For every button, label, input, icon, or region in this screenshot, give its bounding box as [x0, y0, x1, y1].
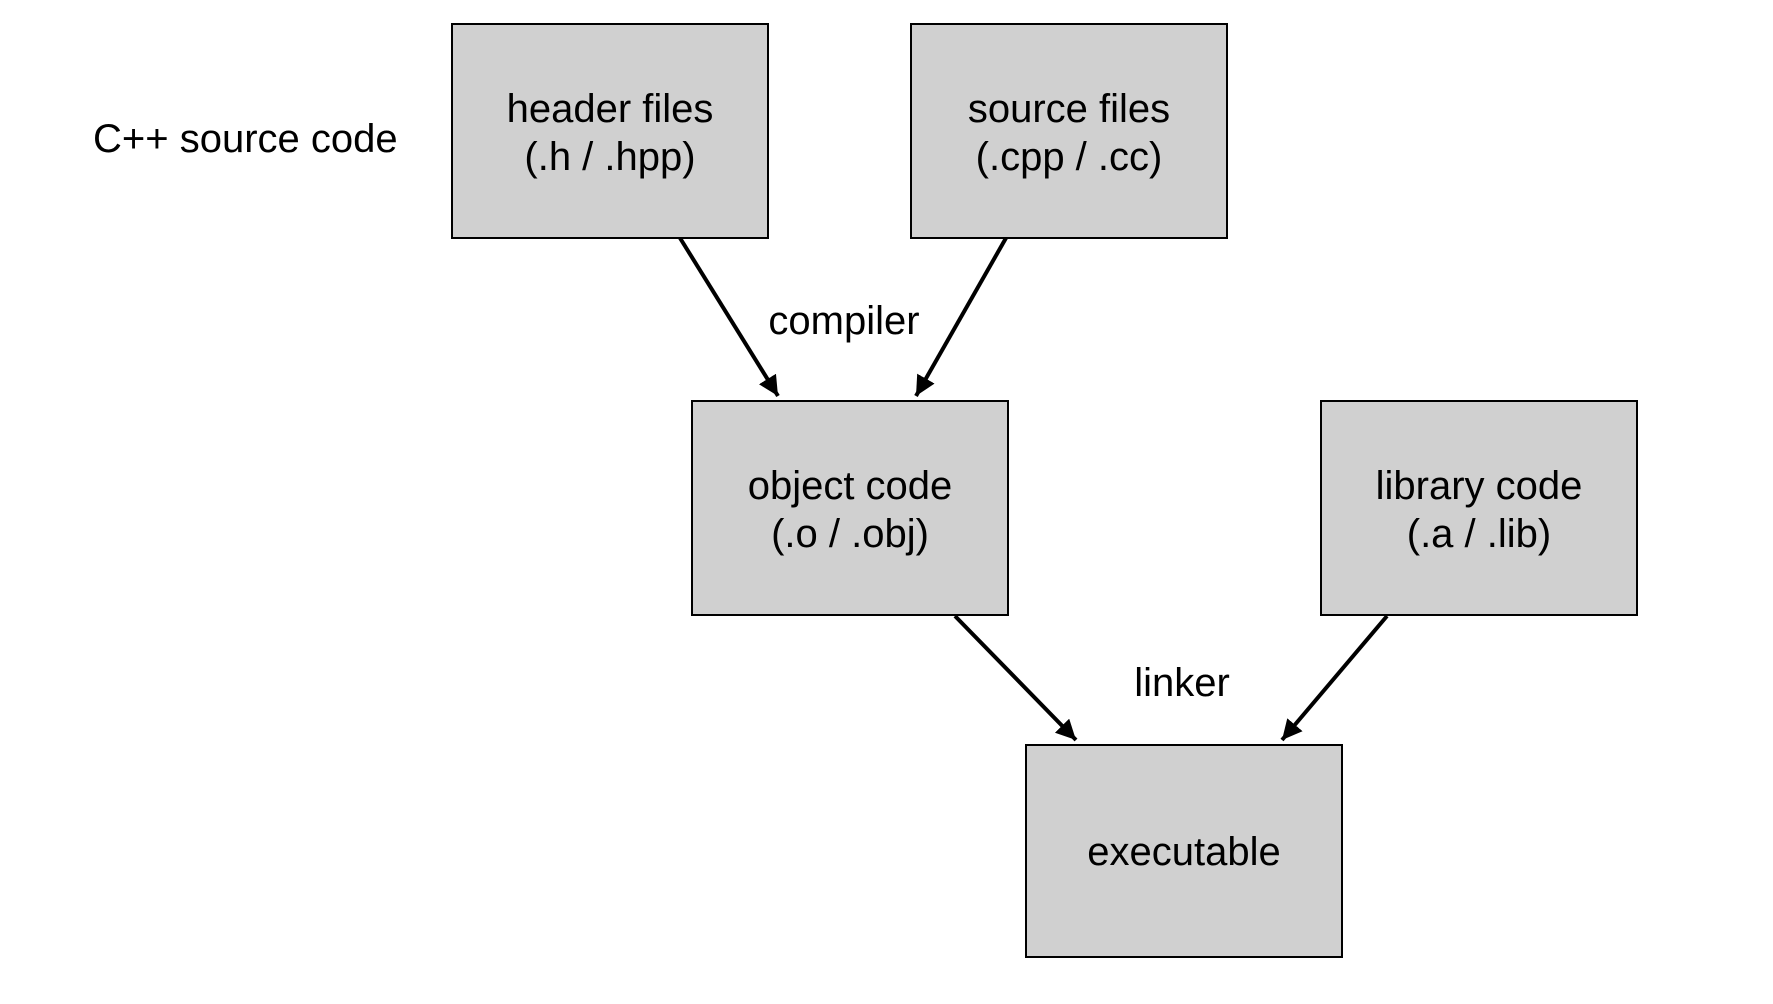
compiler-label: compiler: [768, 299, 919, 343]
arrow-source-to-object: [914, 237, 1008, 397]
header-files-title: header files: [507, 87, 714, 131]
executable-box: executable: [1025, 744, 1343, 958]
library-code-extensions: (.a / .lib): [1407, 512, 1551, 556]
executable-title: executable: [1087, 830, 1280, 874]
source-files-title: source files: [968, 87, 1170, 131]
object-code-box: object code (.o / .obj): [691, 400, 1009, 616]
object-code-title: object code: [748, 464, 953, 508]
header-files-extensions: (.h / .hpp): [524, 135, 695, 179]
header-files-box: header files (.h / .hpp): [451, 23, 769, 239]
source-files-box: source files (.cpp / .cc): [910, 23, 1228, 239]
library-code-box: library code (.a / .lib): [1320, 400, 1638, 616]
library-code-title: library code: [1376, 464, 1583, 508]
source-code-label: C++ source code: [93, 117, 398, 161]
object-code-extensions: (.o / .obj): [771, 512, 929, 556]
arrow-object-to-executable: [953, 614, 1078, 742]
arrow-header-to-object: [678, 236, 780, 398]
linker-label: linker: [1134, 661, 1230, 705]
arrow-library-to-executable: [1280, 614, 1389, 742]
source-files-extensions: (.cpp / .cc): [976, 135, 1163, 179]
